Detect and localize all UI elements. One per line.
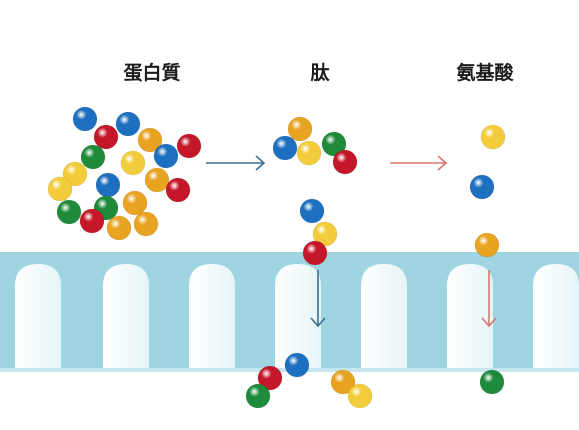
sphere-yellow: [120, 150, 146, 176]
villus-4: [275, 264, 321, 372]
sphere-red: [79, 208, 105, 234]
sphere-green: [80, 144, 106, 170]
sphere-gold: [330, 369, 356, 395]
villus-6: [447, 264, 493, 372]
arrow-amino-absorption: [481, 270, 497, 328]
sphere-gold: [133, 211, 159, 237]
sphere-blue: [469, 174, 495, 200]
sphere-red: [302, 240, 328, 266]
sphere-yellow: [347, 383, 373, 409]
sphere-blue: [284, 352, 310, 378]
villi-group: [15, 264, 579, 372]
villus-3: [189, 264, 235, 372]
sphere-blue: [115, 111, 141, 137]
label-amino-acid: 氨基酸: [456, 62, 514, 84]
sphere-gold: [144, 167, 170, 193]
sphere-red: [176, 133, 202, 159]
villus-7: [533, 264, 579, 372]
sphere-red: [165, 177, 191, 203]
arrow-peptide-to-amino: [390, 155, 448, 171]
sphere-green: [479, 369, 505, 395]
sphere-gold: [287, 116, 313, 142]
sphere-red: [93, 124, 119, 150]
sphere-green: [321, 131, 347, 157]
sphere-yellow: [47, 176, 73, 202]
sphere-yellow: [296, 140, 322, 166]
villus-1: [15, 264, 61, 372]
sphere-yellow: [62, 161, 88, 187]
sphere-gold: [106, 215, 132, 241]
sphere-yellow: [312, 221, 338, 247]
sphere-green: [245, 383, 271, 409]
sphere-blue: [95, 172, 121, 198]
sphere-red: [257, 365, 283, 391]
sphere-blue: [299, 198, 325, 224]
sphere-gold: [474, 232, 500, 258]
villus-2: [103, 264, 149, 372]
sphere-gold: [137, 127, 163, 153]
intestinal-membrane: [0, 252, 579, 372]
sphere-blue: [72, 106, 98, 132]
sphere-red: [332, 149, 358, 175]
label-protein: 蛋白質: [123, 62, 181, 84]
molecule-spheres: [47, 106, 506, 409]
villus-5: [361, 264, 407, 372]
sphere-green: [56, 199, 82, 225]
sphere-blue: [272, 135, 298, 161]
sphere-yellow: [480, 124, 506, 150]
label-peptide: 肽: [310, 62, 330, 84]
sphere-blue: [153, 143, 179, 169]
sphere-gold: [122, 190, 148, 216]
arrow-peptide-absorption: [310, 270, 326, 328]
arrow-protein-to-peptide: [206, 155, 266, 171]
arrows-group: [206, 155, 497, 328]
